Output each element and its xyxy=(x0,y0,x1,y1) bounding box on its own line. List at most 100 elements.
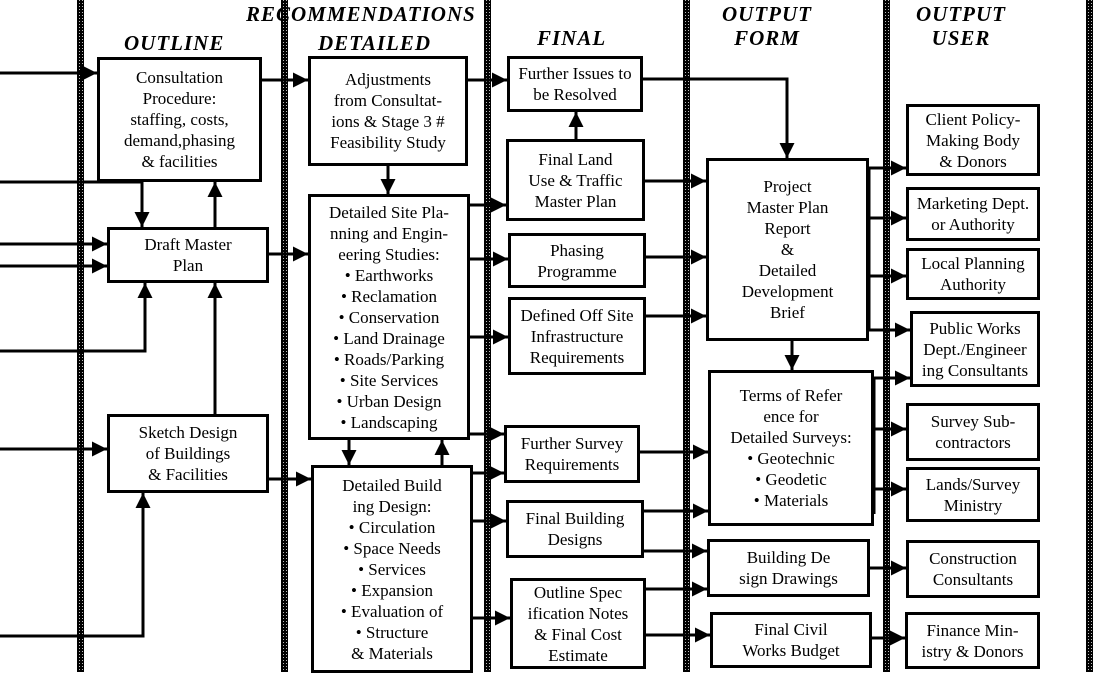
node-sketch-design: Sketch Design of Buildings & Facilities xyxy=(107,414,269,493)
node-text-line: Final Land xyxy=(538,149,613,169)
node-text-line: • Space Needs xyxy=(343,538,441,558)
header-detailed: DETAILED xyxy=(318,31,432,55)
node-text-line: Feasibility Study xyxy=(330,133,446,152)
node-finance-ministry: Finance Min-istry & Donors xyxy=(905,612,1040,669)
node-text-line: Consultation xyxy=(136,68,223,87)
node-text-line: Brief xyxy=(770,303,805,322)
node-text-line: Authority xyxy=(939,275,1007,294)
node-text-line: ing Consultants xyxy=(921,360,1029,380)
node-text-line: Sketch Design xyxy=(138,423,238,442)
node-text-line: • Conservation xyxy=(338,307,440,327)
node-text-line: Plan xyxy=(172,256,204,275)
node-text-line: Ministry xyxy=(943,495,1003,515)
node-client-policy: Client Policy-Making Body& Donors xyxy=(906,104,1040,176)
node-text-line: & Donors xyxy=(939,151,1007,171)
node-text-line: Marketing Dept. xyxy=(916,194,1030,213)
node-text-line: • Geodetic xyxy=(755,470,827,489)
header-output-form-line1: OUTPUT xyxy=(722,2,812,26)
node-text-line: nning and Engin- xyxy=(329,223,449,243)
node-text-line: • Services xyxy=(358,559,426,579)
node-text-line: Master Plan xyxy=(746,198,829,217)
node-text-line: & Facilities xyxy=(148,465,228,484)
node-text-line: Designs xyxy=(547,530,603,549)
node-text-line: Detailed xyxy=(758,261,817,280)
node-text-line: Consultants xyxy=(932,570,1014,589)
node-text-line: • Structure xyxy=(355,622,429,642)
node-text-line: Procedure: xyxy=(142,89,217,108)
node-text-line: Works Budget xyxy=(742,641,840,660)
node-text-line: • Expansion xyxy=(351,580,433,600)
node-text-line: Requirements xyxy=(524,455,620,474)
node-text-line: staffing, costs, xyxy=(130,110,229,129)
node-text-line: Final Building xyxy=(525,509,625,528)
node-text-line: sign Drawings xyxy=(739,569,838,588)
node-text-line: Dept./Engineer xyxy=(923,339,1027,359)
header-final: FINAL xyxy=(537,26,607,50)
node-text-line: Local Planning xyxy=(921,254,1025,273)
node-text-line: Adjustments xyxy=(345,70,431,89)
node-text-line: • Geotechnic xyxy=(747,449,835,468)
connector-input-5 xyxy=(0,283,153,353)
node-text-line: Infrastructure xyxy=(530,326,624,346)
node-text-line: • Evaluation of xyxy=(340,601,444,621)
connector-input-7 xyxy=(0,493,151,638)
node-further-issues: Further Issues to be Resolved xyxy=(507,56,643,112)
node-text-line: & Final Cost xyxy=(534,624,622,644)
node-text-line: & Materials xyxy=(351,643,433,663)
header-output-user-line2: USER xyxy=(931,26,991,50)
header-output-user: OUTPUT USER xyxy=(916,2,1006,50)
node-text-line: eering Studies: xyxy=(338,244,440,264)
node-text-line: Detailed Build xyxy=(342,475,442,495)
node-text-line: & xyxy=(780,240,795,259)
node-text-line: • Earthworks xyxy=(344,265,434,285)
node-text-line: of Buildings xyxy=(145,444,231,463)
node-text-line: Draft Master xyxy=(144,235,232,254)
node-text-line: Further Issues to xyxy=(518,64,632,83)
header-output-form-line2: FORM xyxy=(734,26,800,50)
node-text-line: demand,phasing xyxy=(124,131,235,150)
node-text-line: Requirements xyxy=(529,347,625,367)
node-text-line: Terms of Refer xyxy=(739,386,843,405)
node-text-line: Final Civil xyxy=(754,620,828,639)
node-text-line: Construction xyxy=(929,549,1017,568)
node-text-line: Development xyxy=(741,282,834,301)
column-divider-final-output-form xyxy=(683,0,690,672)
node-text-line: • Roads/Parking xyxy=(333,349,445,369)
node-text-line: ions & Stage 3 # xyxy=(331,112,445,131)
node-text-line: ing Design: xyxy=(352,496,432,516)
node-text-line: Further Survey xyxy=(520,434,624,453)
node-text-line: Public Works xyxy=(929,318,1021,338)
node-text-line: contractors xyxy=(935,433,1011,452)
node-text-line: Project xyxy=(763,177,812,196)
node-text-line: from Consultat- xyxy=(333,91,443,110)
node-text-line: Estimate xyxy=(548,645,608,665)
node-detailed-site-planning: Detailed Site Pla-nning and Engin-eering… xyxy=(308,194,470,440)
node-text-line: • Reclamation xyxy=(340,286,438,306)
node-text-line: Detailed Surveys: xyxy=(730,428,852,447)
column-divider-outline-detailed xyxy=(281,0,288,672)
node-text-line: • Landscaping xyxy=(340,412,438,432)
node-text-line: • Site Services xyxy=(339,370,439,390)
node-text-line: be Resolved xyxy=(533,85,617,104)
connector-input-2 xyxy=(0,180,150,227)
node-text-line: • Materials xyxy=(753,491,829,510)
connector-issues-to-master-report xyxy=(643,77,795,158)
header-outline: OUTLINE xyxy=(124,31,225,55)
node-text-line: Making Body xyxy=(926,130,1020,150)
node-adjustments: Adjustments from Consultat-ions & Stage 3… xyxy=(308,56,468,166)
header-output-form: OUTPUT FORM xyxy=(722,2,812,50)
node-text-line: Finance Min- xyxy=(926,620,1019,640)
